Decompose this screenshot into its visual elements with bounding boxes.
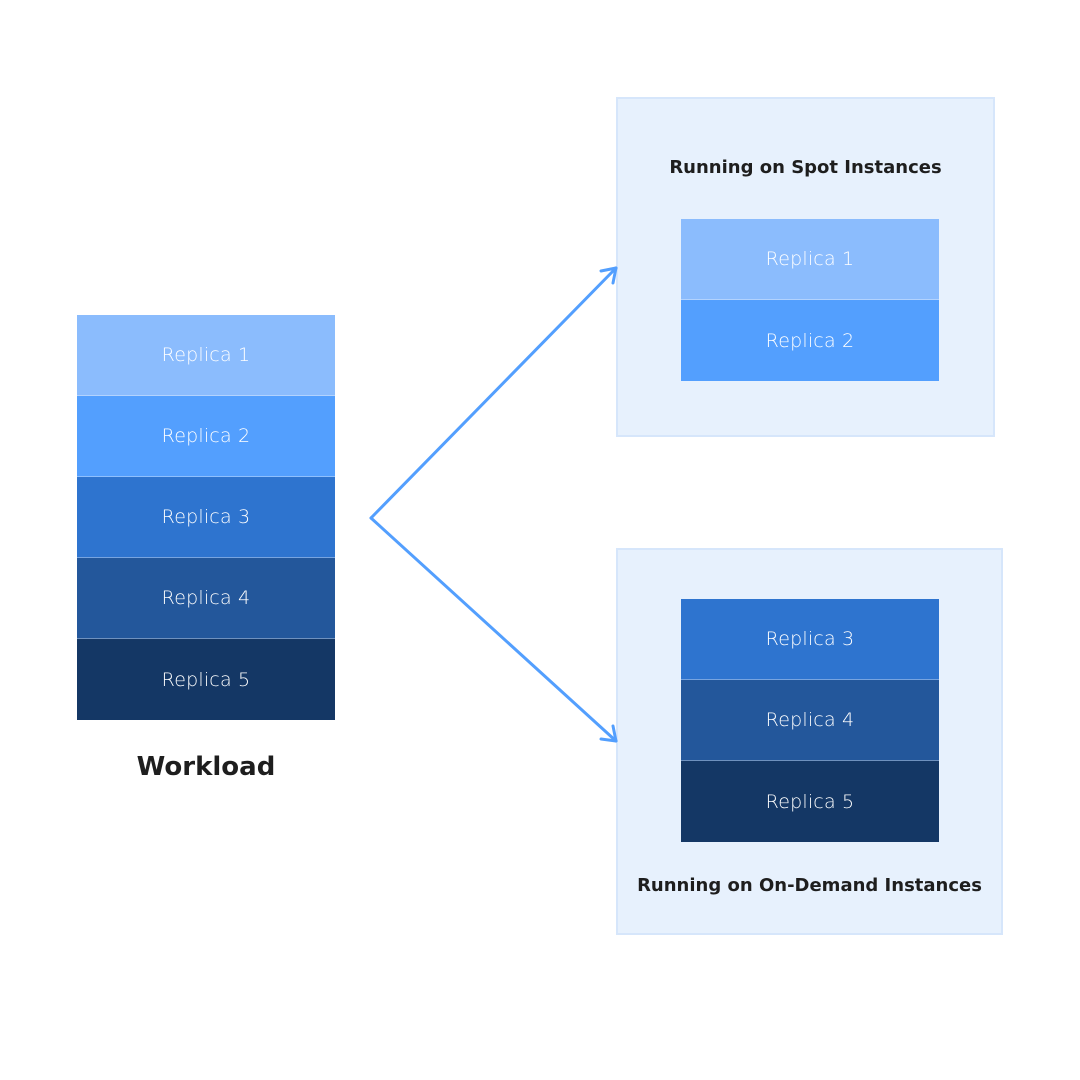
ondemand-stack: Replica 3 Replica 4 Replica 5 — [681, 599, 939, 842]
workload-replica-2: Replica 2 — [77, 396, 335, 477]
workload-stack: Replica 1 Replica 2 Replica 3 Replica 4 … — [77, 315, 335, 720]
workload-replica-1: Replica 1 — [77, 315, 335, 396]
spot-replica-1: Replica 1 — [681, 219, 939, 300]
spot-replica-2: Replica 2 — [681, 300, 939, 381]
arrow-to-ondemand — [369, 516, 618, 743]
ondemand-replica-5: Replica 5 — [681, 761, 939, 842]
ondemand-replica-4: Replica 4 — [681, 680, 939, 761]
workload-label: Workload — [136, 752, 276, 782]
arrow-to-spot — [369, 266, 618, 520]
workload-replica-4: Replica 4 — [77, 558, 335, 639]
arrow-to-ondemand-head — [599, 724, 618, 743]
workload-replica-3: Replica 3 — [77, 477, 335, 558]
spot-instances-title: Running on Spot Instances — [669, 157, 942, 178]
ondemand-replica-3: Replica 3 — [681, 599, 939, 680]
arrow-to-spot-head — [599, 266, 618, 285]
workload-replica-5: Replica 5 — [77, 639, 335, 720]
ondemand-instances-title: Running on On-Demand Instances — [637, 875, 982, 896]
spot-stack: Replica 1 Replica 2 — [681, 219, 939, 381]
